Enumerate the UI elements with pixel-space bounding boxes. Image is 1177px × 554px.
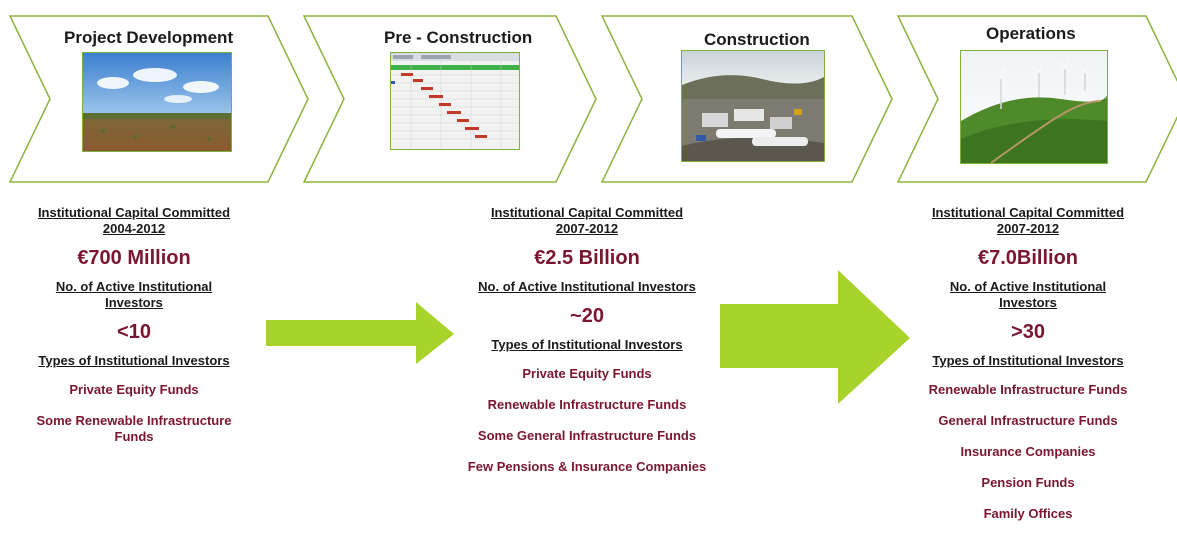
investor-type-item: Insurance Companies <box>960 444 1096 459</box>
open-field-sky-photo <box>82 52 232 152</box>
investor-type-item: Private Equity Funds <box>69 382 199 397</box>
investor-type-item: Few Pensions & Insurance Companies <box>467 459 707 474</box>
capital-committed-label: Institutional Capital Committed <box>490 205 684 220</box>
stage-title-project-development: Project Development <box>64 28 234 47</box>
capital-amount: €700 Million <box>77 247 191 269</box>
stage-title-operations: Operations <box>986 24 1076 43</box>
capital-committed-label: Institutional Capital Committed <box>931 205 1125 220</box>
investor-type-item: General Infrastructure Funds <box>938 413 1118 428</box>
stage-title-pre-construction: Pre - Construction <box>384 28 533 47</box>
capital-committed-label: Institutional Capital Committed <box>37 205 231 220</box>
gantt-schedule-screenshot <box>390 52 520 150</box>
capital-period: 2004-2012 <box>102 221 166 236</box>
investor-type-item: Family Offices <box>983 506 1073 521</box>
active-investors-count: ~20 <box>570 305 604 327</box>
investor-type-item: Renewable Infrastructure Funds <box>928 382 1128 397</box>
active-investors-count: <10 <box>117 321 151 343</box>
investor-types-label: Types of Institutional Investors <box>932 353 1124 368</box>
column-project-development: Institutional Capital Committed 2004-201… <box>6 205 262 460</box>
investor-type-item: Pension Funds <box>981 475 1075 490</box>
investor-type-item: Renewable Infrastructure Funds <box>487 397 687 412</box>
active-investors-count: >30 <box>1011 321 1045 343</box>
capital-period: 2007-2012 <box>555 221 619 236</box>
column-operations: Institutional Capital Committed 2007-201… <box>896 205 1160 522</box>
investor-types-label: Types of Institutional Investors <box>491 337 683 352</box>
investor-type-item: Private Equity Funds <box>522 366 652 381</box>
wind-farm-photo <box>960 50 1108 164</box>
capital-amount: €2.5 Billion <box>534 247 640 269</box>
construction-site-photo <box>681 50 825 162</box>
flow-arrow-large <box>720 270 910 404</box>
flow-arrow-small <box>266 302 454 364</box>
capital-amount: €7.0Billion <box>977 247 1079 269</box>
active-investors-label: No. of Active Institutional Investors <box>478 279 696 294</box>
active-investors-label: No. of Active Institutional Investors <box>949 279 1107 310</box>
investor-type-item: Some Renewable Infrastructure Funds <box>36 413 232 444</box>
investor-types-label: Types of Institutional Investors <box>38 353 230 368</box>
active-investors-label: No. of Active Institutional Investors <box>55 279 213 310</box>
column-pre-construction: Institutional Capital Committed 2007-201… <box>438 205 736 490</box>
stage-title-construction: Construction <box>704 30 810 49</box>
investor-type-item: Some General Infrastructure Funds <box>477 428 697 443</box>
capital-period: 2007-2012 <box>996 221 1060 236</box>
